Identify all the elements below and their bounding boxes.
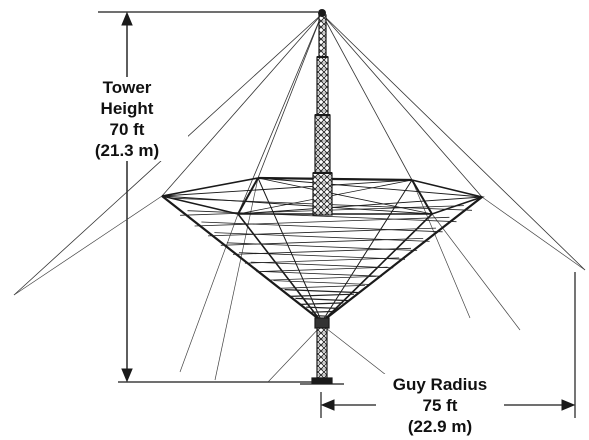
tower-height-label: Tower Height 70 ft (21.3 m) <box>66 77 188 161</box>
skirt-wire <box>267 276 377 281</box>
skirt-wire <box>279 285 365 289</box>
guy-radius-line1: Guy Radius <box>392 375 488 394</box>
mast <box>312 14 333 216</box>
skirt-horizontal-wires <box>171 197 473 317</box>
skirt-wire <box>295 297 349 302</box>
guy-radius-line2: 75 ft <box>422 396 458 415</box>
skirt-wire <box>201 221 443 233</box>
guy-radius-dimension <box>320 272 576 418</box>
skirt-wire <box>194 216 450 227</box>
lower-guy-wires <box>13 177 586 383</box>
skirt-wire <box>311 310 333 313</box>
skirt-wire <box>238 252 406 260</box>
wire-cone <box>161 177 483 321</box>
skirt-wire <box>262 271 382 277</box>
mast-top-cap <box>318 9 326 17</box>
skirt-wire <box>273 280 371 285</box>
tower-height-line3: 70 ft <box>109 120 145 139</box>
guy-radius-label: Guy Radius 75 ft (22.9 m) <box>376 374 504 437</box>
tower-height-line1: Tower <box>102 78 152 97</box>
skirt-wire <box>244 257 400 264</box>
skirt-wire <box>187 210 457 223</box>
skirt-wire <box>256 266 388 273</box>
skirt-wire <box>220 238 424 246</box>
base-insulator <box>311 317 333 384</box>
skirt-wire <box>207 227 437 237</box>
skirt-wire <box>316 315 328 317</box>
skirt-wire <box>250 261 394 269</box>
skirt-wire <box>289 293 355 297</box>
guy-radius-line3: (22.9 m) <box>407 417 473 436</box>
skirt-wire <box>300 302 344 305</box>
tower-height-line4: (21.3 m) <box>94 141 160 160</box>
tower-height-line2: Height <box>100 99 154 118</box>
tower-height-dimension <box>98 11 318 383</box>
skirt-wire <box>214 232 430 242</box>
skirt-wire <box>306 306 338 309</box>
skirt-wire <box>284 289 360 294</box>
